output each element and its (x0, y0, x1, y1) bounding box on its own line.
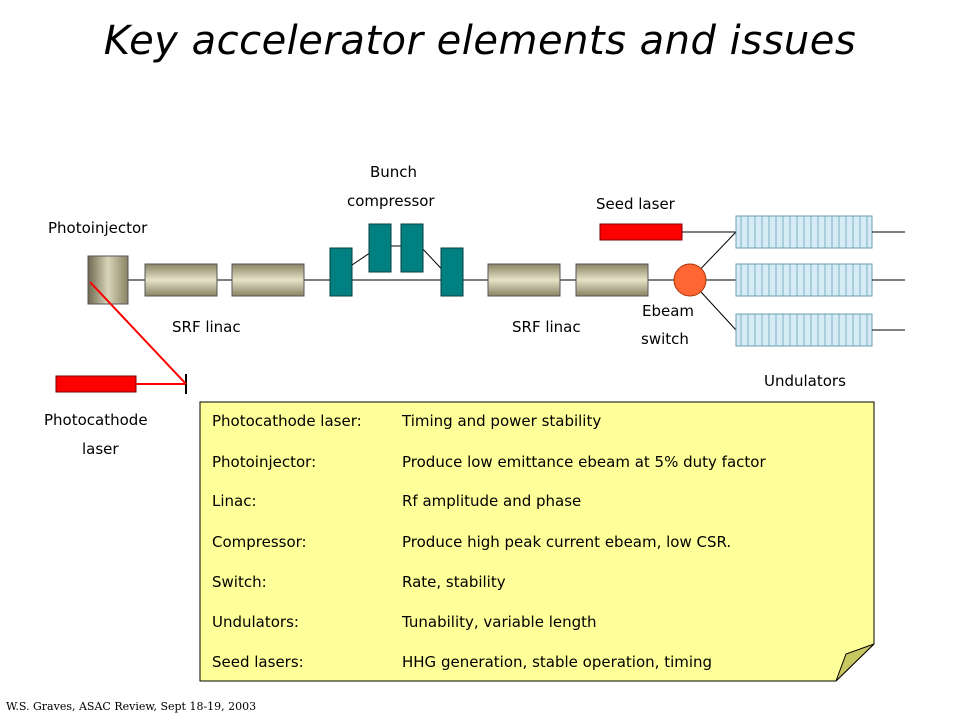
chicane-path (329, 245, 453, 281)
label-compressor: compressor (347, 192, 435, 210)
issue-key: Photoinjector: (212, 453, 317, 471)
photocathode-laser-path (89, 281, 187, 385)
issue-row: Undulators: Tunability, variable length (212, 613, 597, 631)
footer-credit: W.S. Graves, ASAC Review, Sept 18-19, 20… (6, 700, 257, 713)
srf-cavity (575, 263, 649, 297)
compressor-dipole (368, 223, 392, 273)
srf-cavity (487, 263, 561, 297)
issue-key: Undulators: (212, 613, 299, 631)
undulator (735, 313, 873, 347)
srf-cavity (144, 263, 218, 297)
photoinjector-gun (87, 255, 129, 305)
label-switch: switch (641, 330, 689, 348)
undulator (735, 263, 873, 297)
undulator (735, 215, 873, 249)
issue-row: Linac: Rf amplitude and phase (212, 492, 581, 510)
compressor-dipole (440, 247, 464, 297)
issues-note-curl (835, 643, 875, 682)
label-seed-laser: Seed laser (596, 195, 675, 213)
issue-value: Rate, stability (402, 573, 506, 591)
issue-value: Timing and power stability (402, 412, 602, 430)
issue-row: Photocathode laser: Timing and power stab… (212, 412, 601, 430)
compressor-dipole (329, 247, 353, 297)
label-laser: laser (82, 440, 119, 458)
label-bunch: Bunch (370, 163, 418, 181)
issues-note: Photocathode laser: Timing and power stab… (200, 402, 874, 680)
issue-key: Photocathode laser: (212, 412, 362, 430)
issue-key: Switch: (212, 573, 267, 591)
issue-row: Compressor: Produce high peak current ebe… (212, 533, 731, 551)
issue-row: Seed lasers: HHG generation, stable opera… (212, 653, 712, 671)
issue-key: Linac: (212, 492, 257, 510)
issue-row: Switch: Rate, stability (212, 573, 506, 591)
label-srf-linac-1: SRF linac (172, 318, 241, 336)
compressor-dipole (400, 223, 424, 273)
page-title: Key accelerator elements and issues (103, 18, 857, 64)
issue-value: Produce low emittance ebeam at 5% duty f… (402, 453, 766, 471)
label-undulators: Undulators (764, 372, 846, 390)
photocathode-laser (55, 375, 137, 393)
issue-row: Photoinjector: Produce low emittance ebea… (212, 453, 766, 471)
issue-value: Rf amplitude and phase (402, 492, 582, 510)
label-photocathode: Photocathode (44, 411, 148, 429)
label-ebeam: Ebeam (642, 302, 695, 320)
issue-value: HHG generation, stable operation, timing (402, 653, 713, 671)
label-srf-linac-2: SRF linac (512, 318, 581, 336)
label-photoinjector: Photoinjector (48, 219, 148, 237)
issue-value: Tunability, variable length (402, 613, 597, 631)
issue-value: Produce high peak current ebeam, low CSR… (402, 533, 732, 551)
issue-key: Seed lasers: (212, 653, 304, 671)
issue-key: Compressor: (212, 533, 307, 551)
srf-cavity (231, 263, 305, 297)
seed-laser (599, 223, 683, 241)
ebeam-switch (673, 263, 707, 297)
